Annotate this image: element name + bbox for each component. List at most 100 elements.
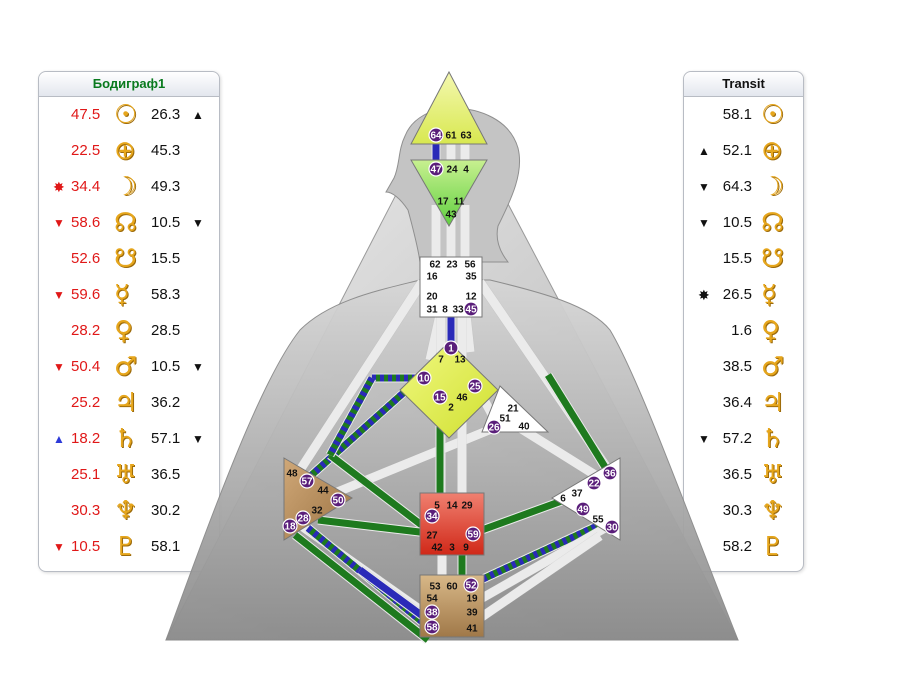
channel-outline xyxy=(357,565,431,625)
personality-value: 26.3 xyxy=(151,106,181,123)
sun-icon: ☉ xyxy=(114,100,138,130)
gate-label: 11 xyxy=(454,197,465,208)
gate-label: 52 xyxy=(465,581,477,592)
channel-base xyxy=(327,451,431,534)
design-row: ✸34.4☽49.3 xyxy=(39,172,219,202)
gate-label: 9 xyxy=(463,543,469,554)
gate-label: 36 xyxy=(604,469,616,480)
channel-outline xyxy=(517,423,603,483)
gate-label: 15 xyxy=(434,393,446,404)
transit-row: 36.5♅ xyxy=(684,460,803,490)
gate-label: 50 xyxy=(332,496,344,507)
gate-label: 58 xyxy=(426,623,438,634)
gate-label: 41 xyxy=(466,624,478,635)
design-value: 58.6 xyxy=(71,214,101,231)
gate-label: 17 xyxy=(437,197,449,208)
transit-row: 30.3♆ xyxy=(684,496,803,526)
body-silhouette xyxy=(165,279,739,641)
channel-outline xyxy=(291,531,432,644)
north-node-icon: ☊ xyxy=(761,208,785,238)
channel-design xyxy=(303,375,423,483)
transit-row: 58.1 ☉ xyxy=(684,100,803,130)
g-center xyxy=(399,341,499,439)
design-row: 28.2 ♀ 28.5 xyxy=(39,316,219,346)
uranus-icon: ♅ xyxy=(761,460,785,490)
design-value: 47.5 xyxy=(71,106,101,123)
transit-value: 30.3 xyxy=(722,502,752,519)
moon-icon: ☽ xyxy=(761,172,785,202)
personality-value: 15.5 xyxy=(151,250,181,267)
design-row: ▼10.5♇58.1 xyxy=(39,532,219,562)
venus-icon: ♀ xyxy=(114,316,134,346)
mars-icon: ♂ xyxy=(761,352,785,382)
transit-value: 1.6 xyxy=(731,322,752,339)
pluto-icon: ♇ xyxy=(761,532,785,562)
heart-center xyxy=(481,385,550,433)
transit-value: 26.5 xyxy=(722,286,752,303)
gate-circle xyxy=(486,419,502,435)
design-left-marker: ✸ xyxy=(53,179,65,195)
channel-design xyxy=(468,516,612,589)
channel-base xyxy=(468,515,612,590)
mars-icon: ♂ xyxy=(114,352,138,382)
channel-outline xyxy=(461,314,475,353)
personality-value: 28.5 xyxy=(151,322,181,339)
transit-row: 38.5♂ xyxy=(684,352,803,382)
silhouette-triangle xyxy=(165,90,739,641)
channel-base xyxy=(297,521,435,622)
gate-label: 12 xyxy=(465,292,477,303)
gate-circle xyxy=(424,508,440,524)
design-row: ▲18.2♄57.1▼ xyxy=(39,424,219,454)
gate-label: 48 xyxy=(286,469,298,480)
personality-value: 10.5 xyxy=(151,214,181,231)
design-value: 52.6 xyxy=(71,250,101,267)
gate-circle xyxy=(467,378,483,394)
channel-base xyxy=(328,423,496,500)
channel-base xyxy=(480,493,572,535)
gate-label: 53 xyxy=(429,582,441,593)
personality-marker: ▼ xyxy=(192,360,204,374)
gate-circle xyxy=(282,518,298,534)
design-panel: Бодиграф1 47.5☉26.3▲22.5⊕45.3✸34.4☽49.3▼… xyxy=(38,71,220,572)
earth-icon: ⊕ xyxy=(761,136,783,166)
channels-layer xyxy=(291,140,617,644)
transit-value: 64.3 xyxy=(722,178,752,195)
transit-panel: Transit 58.1☉▲52.1⊕▼64.3☽▼10.5☊15.5☋✸26.… xyxy=(683,71,804,572)
transit-row: ▼64.3☽ xyxy=(684,172,803,202)
gate-circle xyxy=(299,473,315,489)
gate-label: 27 xyxy=(426,531,438,542)
sun-icon: ☉ xyxy=(761,100,785,130)
gate-label: 37 xyxy=(571,489,583,500)
design-value: 28.2 xyxy=(71,322,101,339)
gate-label: 23 xyxy=(446,260,458,271)
gate-label: 42 xyxy=(431,543,443,554)
design-left-marker: ▼ xyxy=(53,216,65,230)
pluto-icon: ♇ xyxy=(114,532,138,562)
gate-circle xyxy=(586,475,602,491)
gate-label: 44 xyxy=(317,486,329,497)
design-row: 47.5☉26.3▲ xyxy=(39,100,219,130)
gate-label: 21 xyxy=(507,404,519,415)
gate-label: 59 xyxy=(467,530,479,541)
channel-base xyxy=(357,566,431,624)
channel-personality xyxy=(357,567,431,623)
channel-base xyxy=(292,531,431,644)
gate-circle xyxy=(432,389,448,405)
transit-value: 10.5 xyxy=(722,214,752,231)
channel-base xyxy=(517,424,603,482)
channel-outline xyxy=(543,372,615,478)
mercury-icon: ☿ xyxy=(114,280,130,310)
gate-label: 20 xyxy=(426,292,438,303)
channel-base xyxy=(317,515,429,538)
transit-value: 36.4 xyxy=(722,394,752,411)
sacral-center xyxy=(419,492,485,556)
gate-label: 14 xyxy=(446,501,458,512)
design-row: ▼59.6☿58.3 xyxy=(39,280,219,310)
transit-value: 58.2 xyxy=(722,538,752,555)
transit-value: 58.1 xyxy=(722,106,752,123)
gate-label: 49 xyxy=(577,505,589,516)
jupiter-icon: ♃ xyxy=(761,388,785,418)
gate-label: 54 xyxy=(426,594,438,605)
channel-base xyxy=(544,372,614,478)
